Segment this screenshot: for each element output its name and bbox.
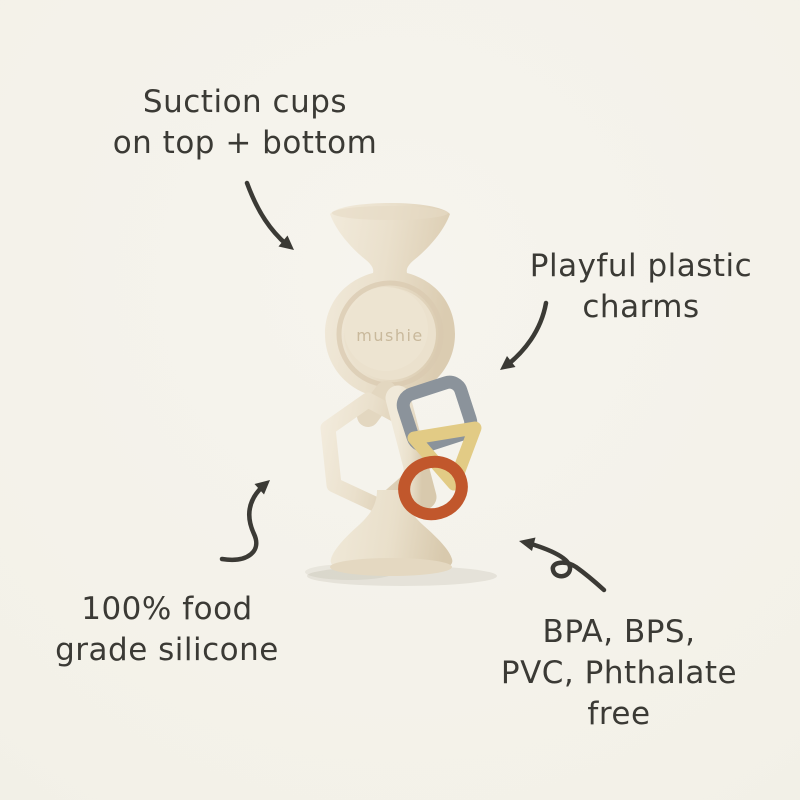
dome-highlight xyxy=(344,287,428,371)
label-food-grade-silicone: 100% food grade silicone xyxy=(55,589,279,671)
suction-cup-bottom-base xyxy=(330,558,452,576)
label-plastic-charms-line1: Playful plastic xyxy=(529,248,753,284)
label-plastic-charms-line2: charms xyxy=(582,289,700,325)
charm-ring xyxy=(398,455,468,521)
suction-cup-top-rim xyxy=(332,206,448,220)
label-suction-cups: Suction cups on top + bottom xyxy=(113,82,378,164)
arrow-to-charms-icon xyxy=(500,300,549,370)
label-suction-cups-line1: Suction cups xyxy=(142,84,348,120)
label-materials-free-line1: BPA, BPS, xyxy=(542,614,696,650)
label-materials-free-line3: free xyxy=(587,696,651,732)
label-suction-cups-line2: on top + bottom xyxy=(112,125,378,161)
label-food-grade-silicone-line2: grade silicone xyxy=(55,632,279,668)
label-materials-free-line2: PVC, Phthalate xyxy=(500,655,738,691)
label-food-grade-silicone-line1: 100% food xyxy=(81,591,253,627)
label-plastic-charms: Playful plastic charms xyxy=(530,246,752,328)
charm-square xyxy=(396,375,478,453)
mushie-logo: mushie xyxy=(356,326,424,345)
arrow-to-materials-icon xyxy=(519,537,607,593)
label-materials-free: BPA, BPS, PVC, Phthalate free xyxy=(501,612,737,735)
arrow-to-top-cup-icon xyxy=(244,180,294,250)
arrow-to-silicone-body-icon xyxy=(219,480,270,563)
suction-cup-bottom xyxy=(330,490,453,570)
